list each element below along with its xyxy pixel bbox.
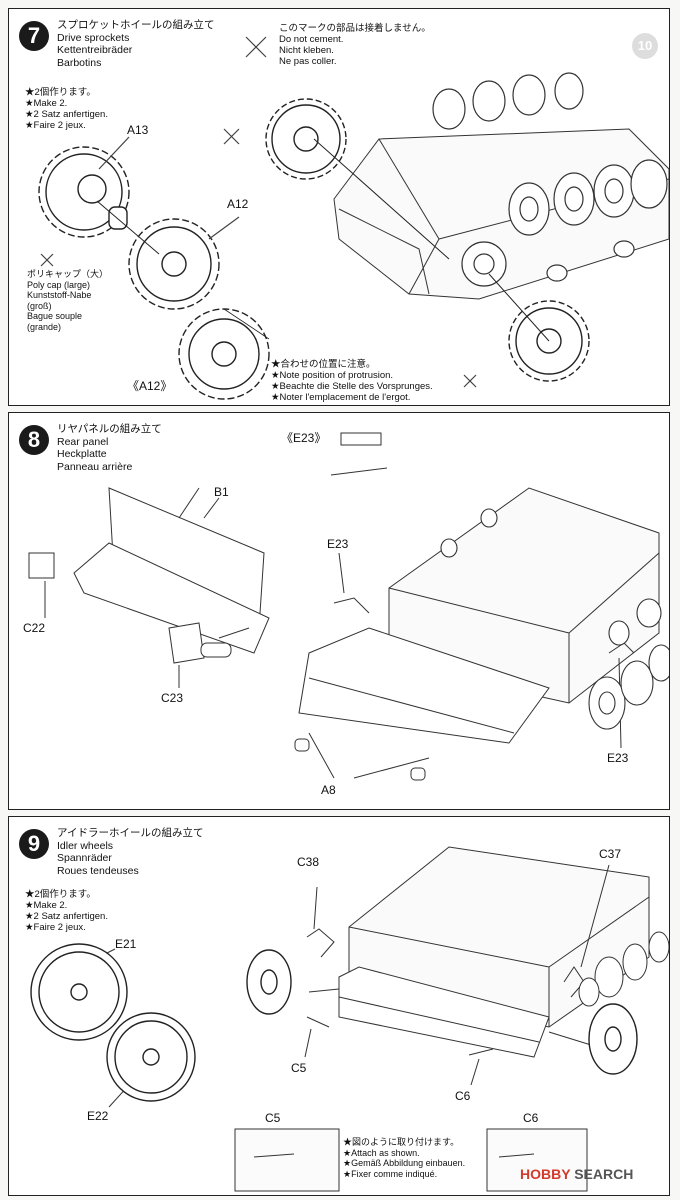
part-label-e21: E21	[115, 937, 137, 951]
title-de: Kettentreibräder	[57, 44, 133, 56]
part-label-b1: B1	[214, 485, 229, 499]
part-label-a13: A13	[127, 123, 149, 137]
make-two-note: ★2個作ります。 ★Make 2. ★2 Satz anfertigen. ★F…	[25, 87, 108, 131]
part-label-e23: E23	[327, 537, 349, 551]
part-label-e23-right: E23	[607, 751, 629, 765]
step-9-panel: 9 アイドラーホイールの組み立て Idler wheels Spannräder…	[8, 816, 670, 1196]
part-label-a12: A12	[227, 197, 249, 211]
step-9-illustration	[30, 846, 669, 1192]
step-title: リヤパネルの組み立て Rear panel Heckplatte Panneau…	[57, 423, 162, 473]
title-jp: スプロケットホイールの組み立て	[57, 19, 215, 31]
part-label-e22: E22	[87, 1109, 109, 1123]
step-7-illustration	[38, 36, 669, 400]
step-number: 8	[19, 425, 49, 455]
part-label-c38: C38	[297, 855, 320, 869]
part-label-a8: A8	[321, 783, 336, 797]
step-number: 9	[19, 829, 49, 859]
no-cement-note: このマークの部品は接着しません。 Do not cement. Nicht kl…	[279, 23, 431, 67]
polycap-note: ポリキャップ（大） Poly cap (large) Kunststoff-Na…	[27, 269, 109, 332]
watermark-brand: HOBBY	[520, 1166, 571, 1182]
step-number: 7	[19, 21, 49, 51]
step-title: アイドラーホイールの組み立て Idler wheels Spannräder R…	[57, 827, 204, 877]
watermark-logo: HOBBY SEARCH	[520, 1166, 633, 1182]
part-label-c22: C22	[23, 621, 46, 635]
make-two-note: ★2個作ります。 ★Make 2. ★2 Satz anfertigen. ★F…	[25, 889, 108, 933]
part-label-c37: C37	[599, 847, 622, 861]
attach-note: ★図のように取り付けます。 ★Attach as shown. ★Gemäß A…	[343, 1137, 466, 1179]
step-title: スプロケットホイールの組み立て Drive sprockets Kettentr…	[57, 19, 215, 69]
step-7-panel: 7 スプロケットホイールの組み立て Drive sprockets Ketten…	[8, 8, 670, 406]
detail-label-c5: C5	[265, 1111, 281, 1125]
detail-label-c6: C6	[523, 1111, 539, 1125]
detail-label-a12: 《A12》	[127, 379, 173, 393]
protrusion-note: ★合わせの位置に注意。 ★Note position of protrusion…	[271, 359, 433, 403]
title-fr: Barbotins	[57, 56, 102, 69]
step-8-illustration	[28, 432, 669, 781]
part-label-c5: C5	[291, 1061, 307, 1075]
watermark-suffix: SEARCH	[574, 1166, 634, 1182]
part-label-c6: C6	[455, 1089, 471, 1103]
part-label-c23: C23	[161, 691, 184, 705]
title-en: Drive sprockets	[57, 31, 130, 44]
step-8-panel: 8 リヤパネルの組み立て Rear panel Heckplatte Panne…	[8, 412, 670, 810]
detail-label-e23: 《E23》	[281, 431, 327, 445]
page-number-badge: 10	[632, 33, 658, 59]
